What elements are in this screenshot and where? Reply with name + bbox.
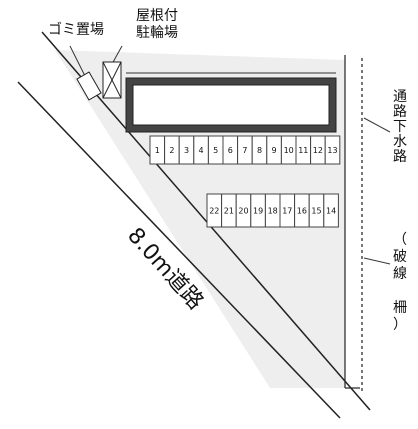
- garbage-area-label: ゴミ置場: [48, 22, 104, 38]
- parking-bottom-space-number: 15: [311, 207, 321, 216]
- parking-top-space: [324, 135, 341, 165]
- parking-top-space-number: 2: [169, 146, 174, 155]
- parking-top-space-number: 11: [298, 146, 308, 155]
- bicycle-parking-label-line1: 屋根付: [136, 8, 178, 24]
- bicycle-leader-line: [111, 45, 123, 65]
- parking-bottom-space-number: 19: [253, 207, 263, 216]
- drain-label-char: 下: [393, 119, 407, 135]
- fence-label-char: 線: [393, 266, 407, 282]
- fence-label-char: 柵: [393, 300, 407, 316]
- parking-bottom-space-number: 17: [282, 207, 292, 216]
- drain-label: 通路下水路: [392, 90, 408, 165]
- parking-top-space-number: 8: [257, 146, 262, 155]
- garbage-area: [76, 71, 102, 101]
- parking-top-space-number: 5: [213, 146, 218, 155]
- fence-label-char: ）: [393, 317, 407, 333]
- parking-top-space-number: 7: [242, 146, 247, 155]
- parking-bottom-space-number: 21: [224, 207, 234, 216]
- bicycle-parking-cross-b: [102, 61, 122, 99]
- parking-top-space-number: 12: [313, 146, 323, 155]
- parking-bottom-space-number: 18: [268, 207, 278, 216]
- fence-label-char: （: [393, 232, 407, 248]
- drain-leader-line: [363, 117, 391, 133]
- drain-label-char: 路: [393, 104, 407, 120]
- fence-label-char: [392, 283, 408, 300]
- parking-bottom-space-number: 22: [209, 207, 219, 216]
- fence-label-char: 破: [393, 249, 407, 265]
- parking-bottom-space: [323, 193, 339, 228]
- drain-label-char: 水: [393, 134, 407, 150]
- parking-bottom-space-number: 16: [297, 207, 307, 216]
- parking-top-space-number: 9: [272, 146, 277, 155]
- fence-leader-line: [363, 257, 391, 265]
- parking-top-space-number: 10: [284, 146, 294, 155]
- road-edge-outer: [17, 81, 341, 419]
- parking-bottom-space-number: 20: [238, 207, 248, 216]
- lot-area: [55, 50, 345, 388]
- drain-label-char: 通: [393, 89, 407, 105]
- parking-row-bottom: 22 21 20 19 18 17 16 15 14: [206, 193, 339, 228]
- parking-top-space-number: 6: [228, 146, 233, 155]
- bicycle-parking-label-line2: 駐輪場: [136, 25, 178, 41]
- drain-label-char: 路: [393, 149, 407, 165]
- parking-top-space-number: 13: [327, 146, 337, 155]
- parking-top-space-number: 3: [184, 146, 189, 155]
- parking-top-space-number: 1: [155, 146, 160, 155]
- building-inner: [132, 84, 330, 126]
- parking-top-space-number: 4: [199, 146, 204, 155]
- fence-label: （破線 柵）: [392, 232, 408, 334]
- parking-bottom-space-number: 14: [326, 207, 336, 216]
